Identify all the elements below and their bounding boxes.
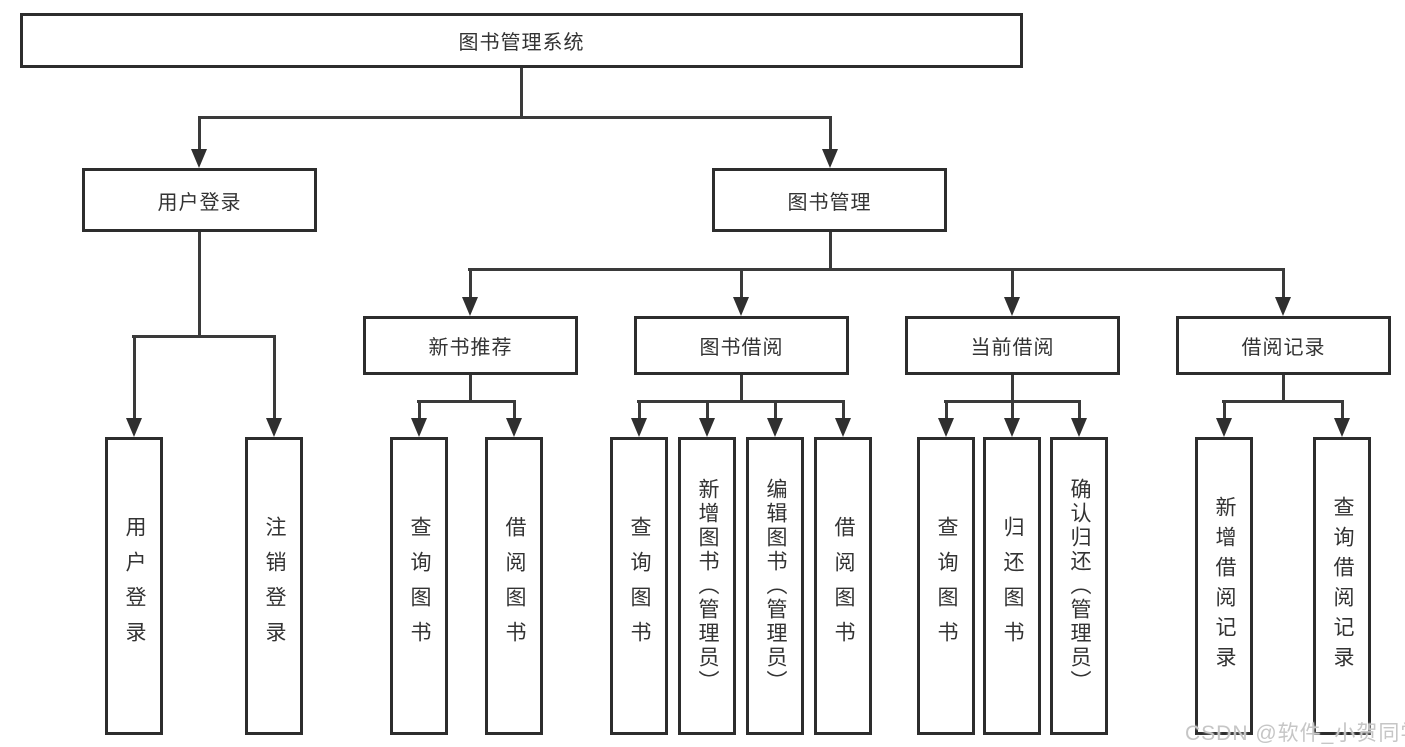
leaf-add-borrow-record: 新增借阅记录 <box>1195 437 1253 735</box>
leaf-add-book-admin: 新增图书（管理员） <box>678 437 736 735</box>
connector-line <box>944 399 1081 403</box>
leaf-label: 归还图书 <box>1001 516 1024 656</box>
connector-line <box>197 232 201 338</box>
leaf-label: 注销登录 <box>263 516 286 656</box>
arrow-down-icon <box>733 297 749 316</box>
connector-line <box>417 399 516 403</box>
node-label: 新书推荐 <box>428 337 513 359</box>
node-label: 当前借阅 <box>970 337 1055 359</box>
connector-line <box>519 68 523 119</box>
node-book-management: 图书管理 <box>712 168 947 232</box>
arrow-down-icon <box>266 418 282 437</box>
arrow-down-icon <box>506 418 522 437</box>
connector-line <box>468 267 1285 271</box>
leaf-confirm-return-admin: 确认归还（管理员） <box>1050 437 1108 735</box>
connector-line <box>828 232 832 271</box>
arrow-down-icon <box>1334 418 1350 437</box>
leaf-borrow-books-borrowing: 借阅图书 <box>814 437 872 735</box>
connector-line <box>637 399 845 403</box>
connector-line <box>841 401 845 421</box>
node-label: 图书管理系统 <box>458 32 585 54</box>
arrow-down-icon <box>835 418 851 437</box>
arrow-down-icon <box>411 418 427 437</box>
leaf-user-login: 用户登录 <box>105 437 163 735</box>
arrow-down-icon <box>191 149 207 168</box>
connector-line <box>512 401 516 421</box>
leaf-label: 借阅图书 <box>832 516 855 656</box>
connector-line <box>773 401 777 421</box>
leaf-label: 用户登录 <box>123 516 146 656</box>
leaf-label: 新增图书（管理员） <box>696 478 719 694</box>
arrow-down-icon <box>822 149 838 168</box>
arrow-down-icon <box>1004 418 1020 437</box>
connector-line <box>198 115 832 119</box>
arrow-down-icon <box>126 418 142 437</box>
connector-line <box>468 269 472 300</box>
connector-line <box>1010 375 1014 403</box>
arrow-down-icon <box>462 297 478 316</box>
connector-line <box>132 334 276 338</box>
connector-line <box>1010 269 1014 300</box>
node-library-management-system: 图书管理系统 <box>20 13 1023 68</box>
node-borrowing-records: 借阅记录 <box>1176 316 1391 375</box>
connector-line <box>132 336 136 421</box>
connector-line <box>944 401 948 421</box>
node-label: 图书借阅 <box>699 337 784 359</box>
node-book-borrowing: 图书借阅 <box>634 316 849 375</box>
leaf-logout: 注销登录 <box>245 437 303 735</box>
connector-line <box>417 401 421 421</box>
arrow-down-icon <box>938 418 954 437</box>
connector-line <box>1222 401 1226 421</box>
node-label: 图书管理 <box>787 191 872 214</box>
leaf-label: 确认归还（管理员） <box>1068 478 1091 694</box>
node-current-borrowing: 当前借阅 <box>905 316 1120 375</box>
node-label: 用户登录 <box>157 191 242 214</box>
arrow-down-icon <box>1004 297 1020 316</box>
connector-line <box>739 375 743 403</box>
arrow-down-icon <box>767 418 783 437</box>
connector-line <box>739 269 743 300</box>
arrow-down-icon <box>699 418 715 437</box>
connector-line <box>828 117 832 152</box>
leaf-query-books-recommend: 查询图书 <box>390 437 448 735</box>
node-new-book-recommend: 新书推荐 <box>363 316 578 375</box>
leaf-query-borrow-record: 查询借阅记录 <box>1313 437 1371 735</box>
arrow-down-icon <box>1071 418 1087 437</box>
leaf-label: 查询借阅记录 <box>1331 496 1354 676</box>
leaf-label: 查询图书 <box>628 516 651 656</box>
csdn-watermark: CSDN @软件_小贺同学 <box>1185 722 1405 745</box>
node-label: 借阅记录 <box>1241 337 1326 359</box>
connector-line <box>1222 399 1344 403</box>
leaf-label: 查询图书 <box>935 516 958 656</box>
leaf-borrow-books-recommend: 借阅图书 <box>485 437 543 735</box>
leaf-query-books-borrowing: 查询图书 <box>610 437 668 735</box>
leaf-query-books-current: 查询图书 <box>917 437 975 735</box>
arrow-down-icon <box>631 418 647 437</box>
connector-line <box>1010 401 1014 421</box>
node-user-login: 用户登录 <box>82 168 317 232</box>
connector-line <box>1281 375 1285 403</box>
connector-line <box>705 401 709 421</box>
leaf-edit-book-admin: 编辑图书（管理员） <box>746 437 804 735</box>
connector-line <box>1077 401 1081 421</box>
connector-line <box>1281 269 1285 300</box>
connector-line <box>468 375 472 403</box>
leaf-return-book: 归还图书 <box>983 437 1041 735</box>
connector-line <box>197 117 201 152</box>
connector-line <box>272 336 276 421</box>
arrow-down-icon <box>1216 418 1232 437</box>
connector-line <box>637 401 641 421</box>
leaf-label: 查询图书 <box>408 516 431 656</box>
leaf-label: 编辑图书（管理员） <box>764 478 787 694</box>
leaf-label: 借阅图书 <box>503 516 526 656</box>
connector-line <box>1340 401 1344 421</box>
leaf-label: 新增借阅记录 <box>1213 496 1236 676</box>
arrow-down-icon <box>1275 297 1291 316</box>
